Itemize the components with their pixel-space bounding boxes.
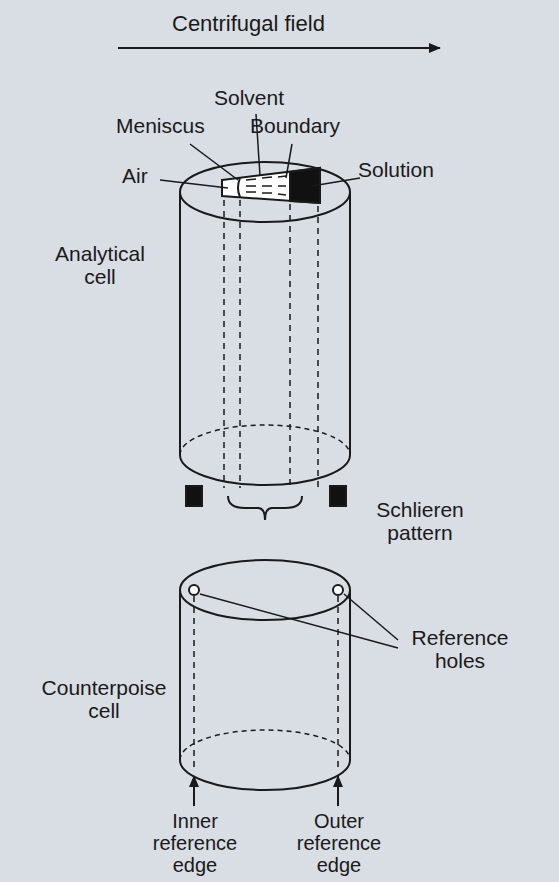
field-arrow <box>118 47 440 49</box>
edge-label: Outer reference edge <box>284 810 394 876</box>
part-label: Reference holes <box>400 626 520 672</box>
part-label: Boundary <box>250 114 360 137</box>
part-label: Meniscus <box>116 114 226 137</box>
pattern-label: Schlieren pattern <box>360 498 480 544</box>
sector-cell <box>222 168 320 203</box>
part-label: Air <box>122 164 172 187</box>
analytical-cell <box>180 162 350 485</box>
part-label: Solvent <box>214 86 314 109</box>
reference-paths <box>194 596 338 772</box>
schlieren-pattern <box>186 486 346 520</box>
part-label: Solution <box>358 158 468 181</box>
counterpoise-cell <box>180 560 350 790</box>
optical-paths <box>224 200 318 488</box>
field-label: Centrifugal field <box>172 12 412 35</box>
cell-label: Counterpoise cell <box>34 676 174 722</box>
edge-label: Inner reference edge <box>140 810 250 876</box>
cell-label: Analytical cell <box>40 242 160 288</box>
hole-leaders <box>200 594 398 648</box>
reference-arrows <box>194 776 338 806</box>
